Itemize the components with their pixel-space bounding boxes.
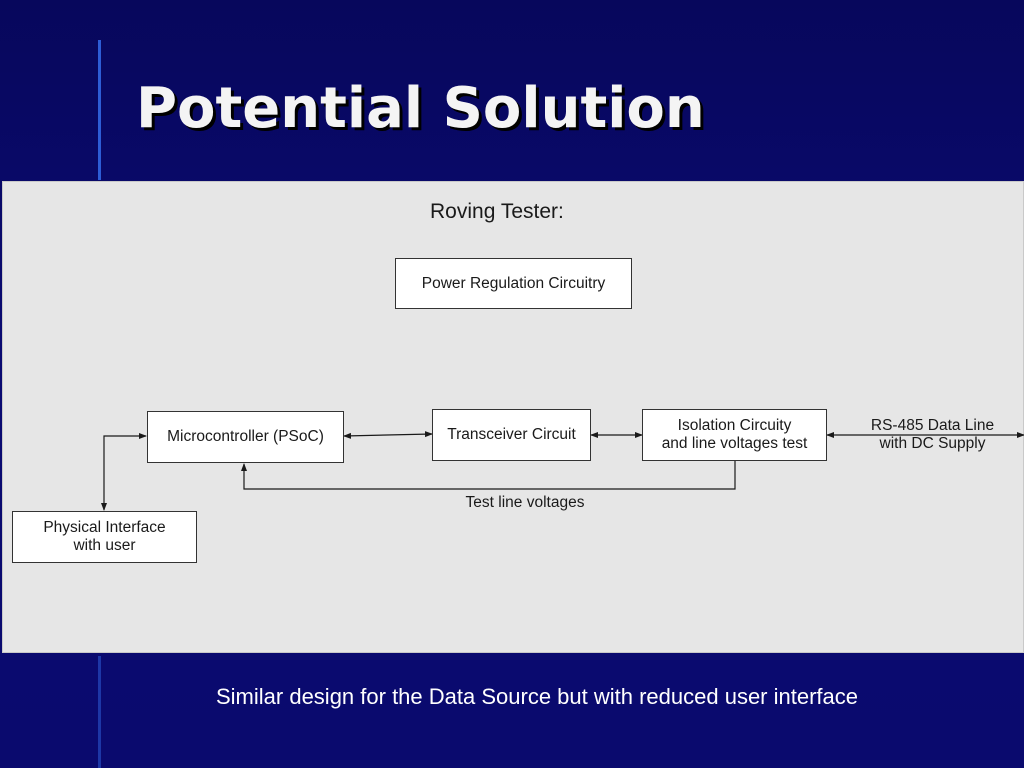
physical-interface-block: Physical Interface with user [12, 511, 197, 563]
power-regulation-block: Power Regulation Circuitry [395, 258, 632, 309]
transceiver-block: Transceiver Circuit [432, 409, 591, 461]
rs485-label: RS-485 Data Line with DC Supply [870, 417, 995, 452]
footer-caption: Similar design for the Data Source but w… [216, 684, 858, 709]
connector-test-line-voltages [241, 461, 736, 490]
physical-interface-label: Physical Interface with user [43, 519, 166, 554]
microcontroller-label: Microcontroller (PSoC) [167, 428, 324, 445]
accent-line-top [98, 40, 101, 180]
microcontroller-block: Microcontroller (PSoC) [147, 411, 344, 463]
isolation-block: Isolation Circuity and line voltages tes… [642, 409, 827, 461]
transceiver-label: Transceiver Circuit [447, 426, 576, 443]
diagram-title: Roving Tester: [430, 200, 564, 223]
test-line-voltages-label: Test line voltages [465, 494, 585, 511]
connector-micro-transceiver [343, 431, 433, 439]
slide-title: Potential Solution [136, 76, 705, 141]
connector-physical-micro [101, 433, 147, 511]
accent-line-bottom [98, 656, 101, 768]
isolation-label: Isolation Circuity and line voltages tes… [661, 417, 808, 452]
power-regulation-label: Power Regulation Circuitry [421, 274, 606, 292]
